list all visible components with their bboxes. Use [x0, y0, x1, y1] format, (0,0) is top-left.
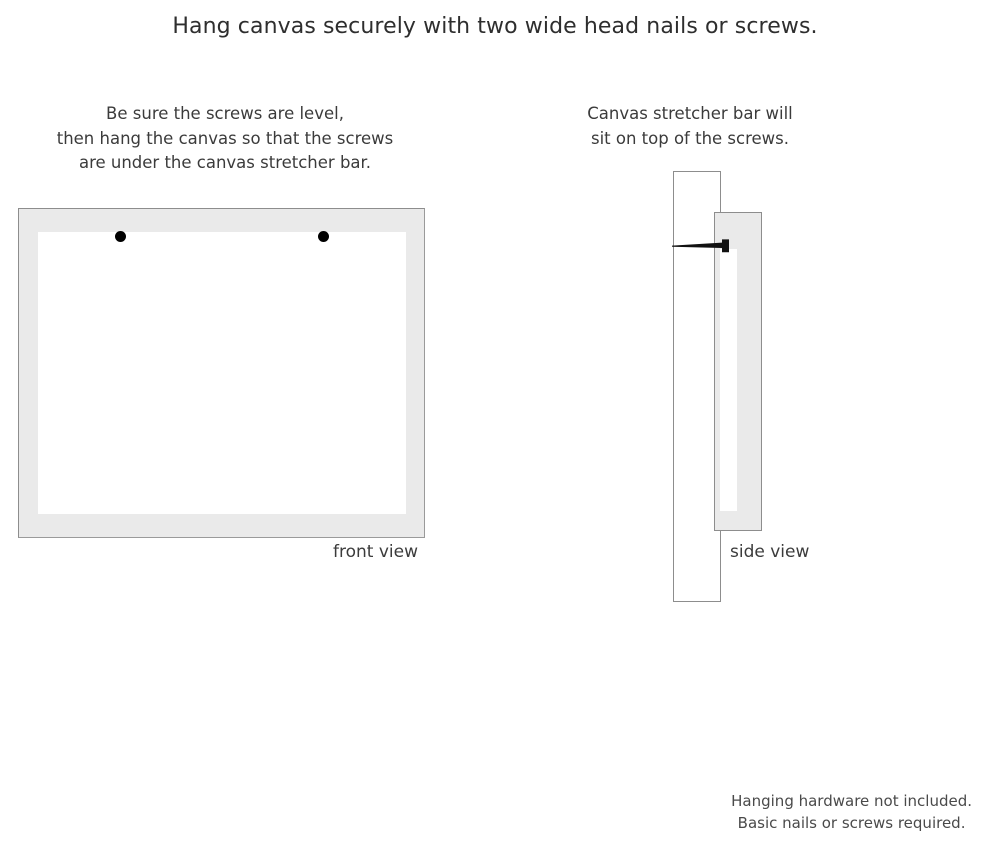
screw-head-icon-right — [318, 231, 329, 242]
side-view-caption-line-2: sit on top of the screws. — [590, 128, 790, 148]
side-view-caption-line-1: Canvas stretcher bar will — [587, 104, 793, 123]
canvas-face-shape — [38, 232, 406, 514]
page-title: Hang canvas securely with two wide head … — [172, 14, 818, 39]
hardware-disclaimer-line-2: Basic nails or screws required. — [737, 814, 966, 832]
front-view-caption-line-3: are under the canvas stretcher bar. — [78, 153, 372, 172]
stretcher-bar-face-shape — [720, 249, 737, 511]
side-view-diagram — [672, 171, 793, 611]
screw-head-icon-left — [115, 231, 126, 242]
front-view-label: front view — [333, 542, 418, 562]
front-view-caption-line-2: then hang the canvas so that the screws — [56, 128, 394, 148]
hardware-disclaimer: Hanging hardware not included. Basic nai… — [731, 790, 972, 834]
wall-shape — [673, 171, 721, 602]
nail-icon — [672, 239, 734, 253]
side-view-caption: Canvas stretcher bar will sit on top of … — [545, 102, 835, 151]
front-view-caption-line-1: Be sure the screws are level, — [106, 104, 344, 123]
hardware-disclaimer-line-1: Hanging hardware not included. — [731, 792, 972, 810]
side-view-label: side view — [730, 542, 810, 562]
front-view-diagram — [18, 208, 425, 538]
front-view-caption: Be sure the screws are level, then hang … — [10, 102, 440, 176]
